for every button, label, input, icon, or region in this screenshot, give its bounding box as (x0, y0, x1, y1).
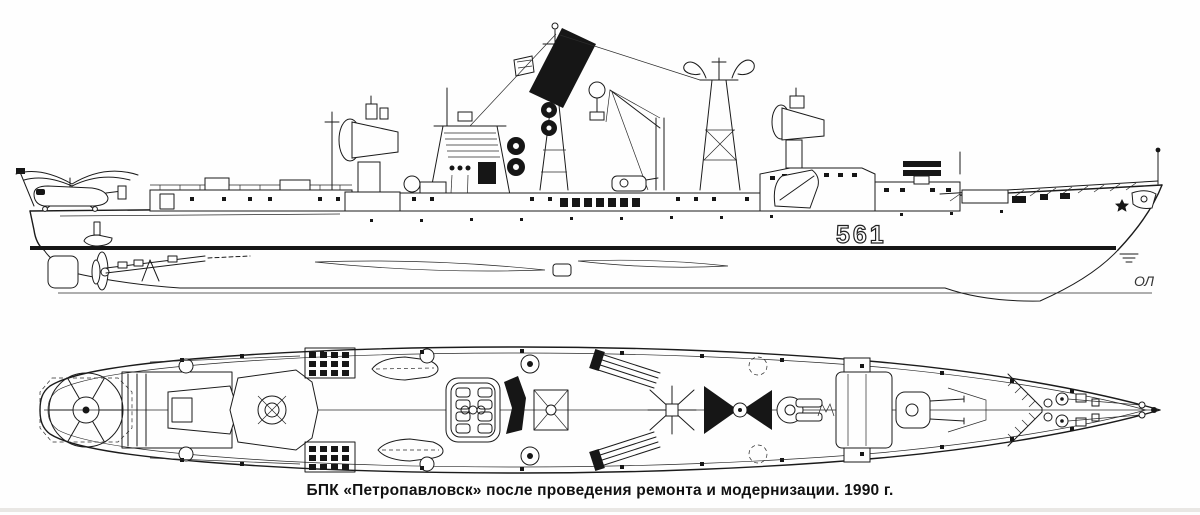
hangar-block (149, 177, 353, 212)
gun-mount (611, 175, 659, 192)
helipad (39, 372, 133, 448)
underwater-hull (43, 249, 1119, 302)
deck-edge-fittings (180, 349, 1074, 471)
plan-gun-turret (895, 387, 987, 433)
stern-transom (29, 210, 45, 251)
plan-fore-mast (647, 356, 772, 464)
waterline-symbol (1119, 253, 1139, 263)
waterline-datum-label: ОЛ (1134, 273, 1154, 289)
aft-whip-antenna (324, 111, 340, 191)
stern-deck-lines (149, 355, 301, 465)
fore-mast (683, 57, 755, 191)
plan-main-mast (504, 354, 569, 466)
scan-artifact-strip (0, 508, 1200, 512)
bow-stem (1117, 184, 1163, 251)
vds-sonar-body (83, 221, 113, 247)
anchor (1131, 190, 1157, 209)
midship-deckhouse (399, 175, 761, 212)
waterline (30, 246, 1116, 250)
fire-control-cone-radar (771, 87, 825, 169)
propeller (91, 251, 110, 291)
jackstaff (1155, 147, 1161, 185)
plan-view (39, 346, 1161, 474)
plan-sam-launcher (776, 396, 835, 424)
plan-bridge (835, 357, 893, 463)
torpedo-tubes-starboard (589, 431, 661, 472)
hull-side-details (59, 210, 1003, 222)
aft-radar-director (338, 95, 401, 212)
stern-flagstaff (16, 168, 35, 207)
anchor-gear (1043, 392, 1157, 428)
side-profile-view: 561 ОЛ (15, 22, 1163, 302)
bilge-keels (314, 259, 729, 277)
hull-number: 561 (836, 221, 887, 249)
bridge-block (759, 87, 876, 212)
forward-deckhouse (874, 151, 961, 212)
plan-funnel (445, 377, 501, 443)
twin-dish-antennas (507, 102, 557, 176)
foredeck (939, 147, 1161, 212)
bow-star (1115, 199, 1129, 212)
torpedo-tube-grating (560, 198, 640, 207)
rudder (47, 255, 79, 289)
sam-launcher (773, 169, 819, 209)
torpedo-tubes-port (589, 348, 661, 389)
ships-boats (371, 348, 444, 472)
plan-hangar-block (121, 358, 239, 462)
propeller-shaft (105, 255, 251, 282)
helicopter (15, 170, 139, 212)
plan-hull-outline (39, 346, 1161, 474)
plan-aft-director (229, 369, 319, 451)
rbu-launcher-aft-starboard (304, 441, 356, 473)
figure-caption: БПК «Петропавловск» после проведения рем… (306, 482, 894, 499)
rbu-launcher-aft-port (304, 347, 356, 379)
main-mast-top-sail-radar (507, 22, 606, 191)
